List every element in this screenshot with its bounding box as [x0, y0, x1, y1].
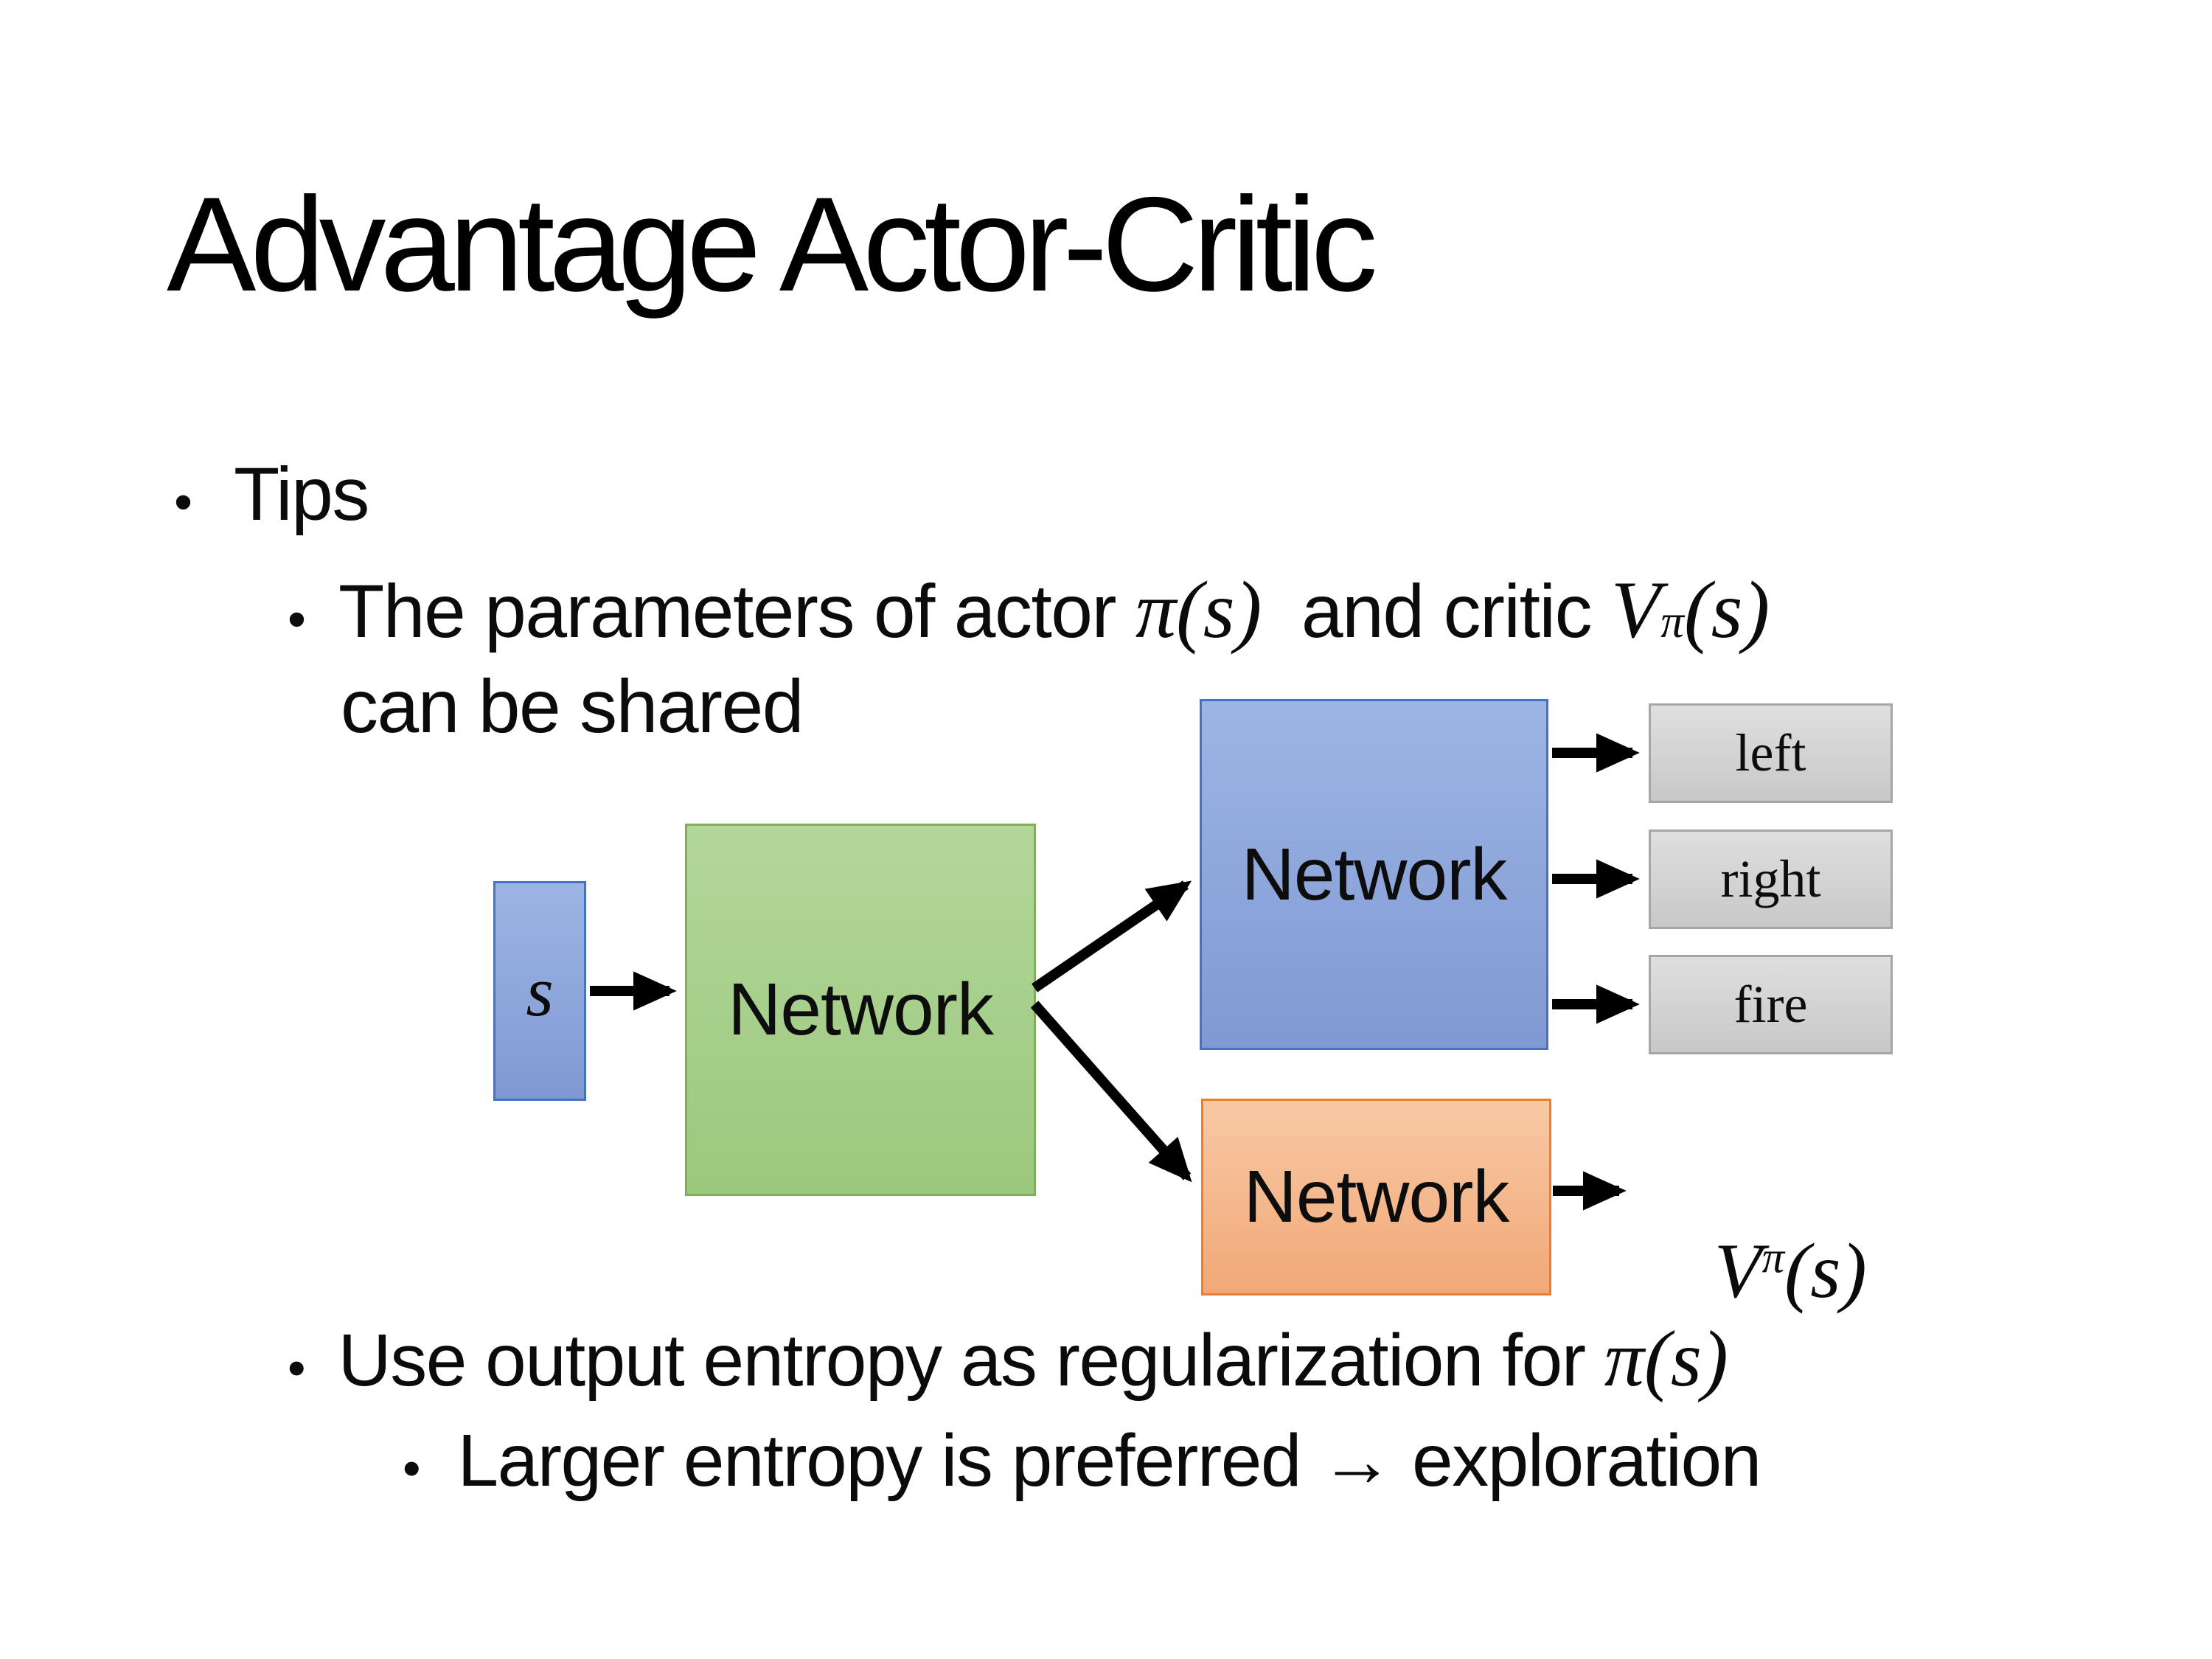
critic-network-box: Network: [1201, 1099, 1551, 1295]
action-left-box: left: [1649, 703, 1893, 803]
action-right-label: right: [1720, 849, 1821, 908]
arrow-shared-to-actor: [1032, 880, 1192, 992]
bullet-marker: •: [403, 1439, 421, 1497]
action-fire-box: fire: [1649, 955, 1893, 1054]
value-v: V: [1714, 1228, 1762, 1314]
larger-entropy-text: Larger entropy is preferred → exploratio…: [457, 1419, 1762, 1502]
actor-network-box: Network: [1200, 699, 1548, 1050]
actor-policy-math: π(s): [1135, 565, 1262, 655]
bullet-parameters-line2: can be shared: [341, 658, 804, 756]
value-output-label: Vπ(s): [1634, 1143, 1867, 1399]
bullet-tips: • Tips: [174, 445, 369, 543]
action-right-box: right: [1649, 830, 1893, 929]
shared-network-box: Network: [685, 824, 1036, 1196]
slide-title: Advantage Actor-Critic: [167, 169, 1378, 319]
parameters-text-pre: The parameters of actor: [338, 569, 1135, 653]
state-input-box: s: [493, 881, 586, 1101]
entropy-text-pre: Use output entropy as regularization for: [338, 1319, 1604, 1402]
bullet-entropy-regularization: • Use output entropy as regularization fo…: [288, 1308, 1728, 1411]
value-tail: (s): [1784, 1228, 1867, 1314]
shared-network-label: Network: [728, 968, 994, 1051]
action-left-label: left: [1735, 723, 1806, 782]
bullet-marker: •: [288, 1339, 306, 1397]
parameters-text-mid: and critic: [1262, 569, 1611, 653]
bullet-marker: •: [174, 473, 192, 532]
can-be-shared-text: can be shared: [341, 664, 804, 748]
bullet-larger-entropy: • Larger entropy is preferred → explorati…: [403, 1413, 1761, 1509]
actor-network-label: Network: [1241, 832, 1508, 916]
arrow-shared-to-critic: [1030, 1001, 1192, 1183]
bullet-parameters-line1: • The parameters of actor π(s) and critic…: [288, 557, 1770, 663]
policy-math: π(s): [1604, 1315, 1728, 1403]
bullet-marker: •: [288, 590, 306, 649]
action-fire-label: fire: [1733, 975, 1808, 1034]
state-label: s: [526, 951, 554, 1031]
tips-text: Tips: [234, 452, 369, 536]
critic-value-tail: (s): [1683, 565, 1770, 655]
value-sup: π: [1761, 1233, 1785, 1283]
critic-network-label: Network: [1243, 1155, 1510, 1238]
critic-value-v: V: [1610, 565, 1661, 655]
